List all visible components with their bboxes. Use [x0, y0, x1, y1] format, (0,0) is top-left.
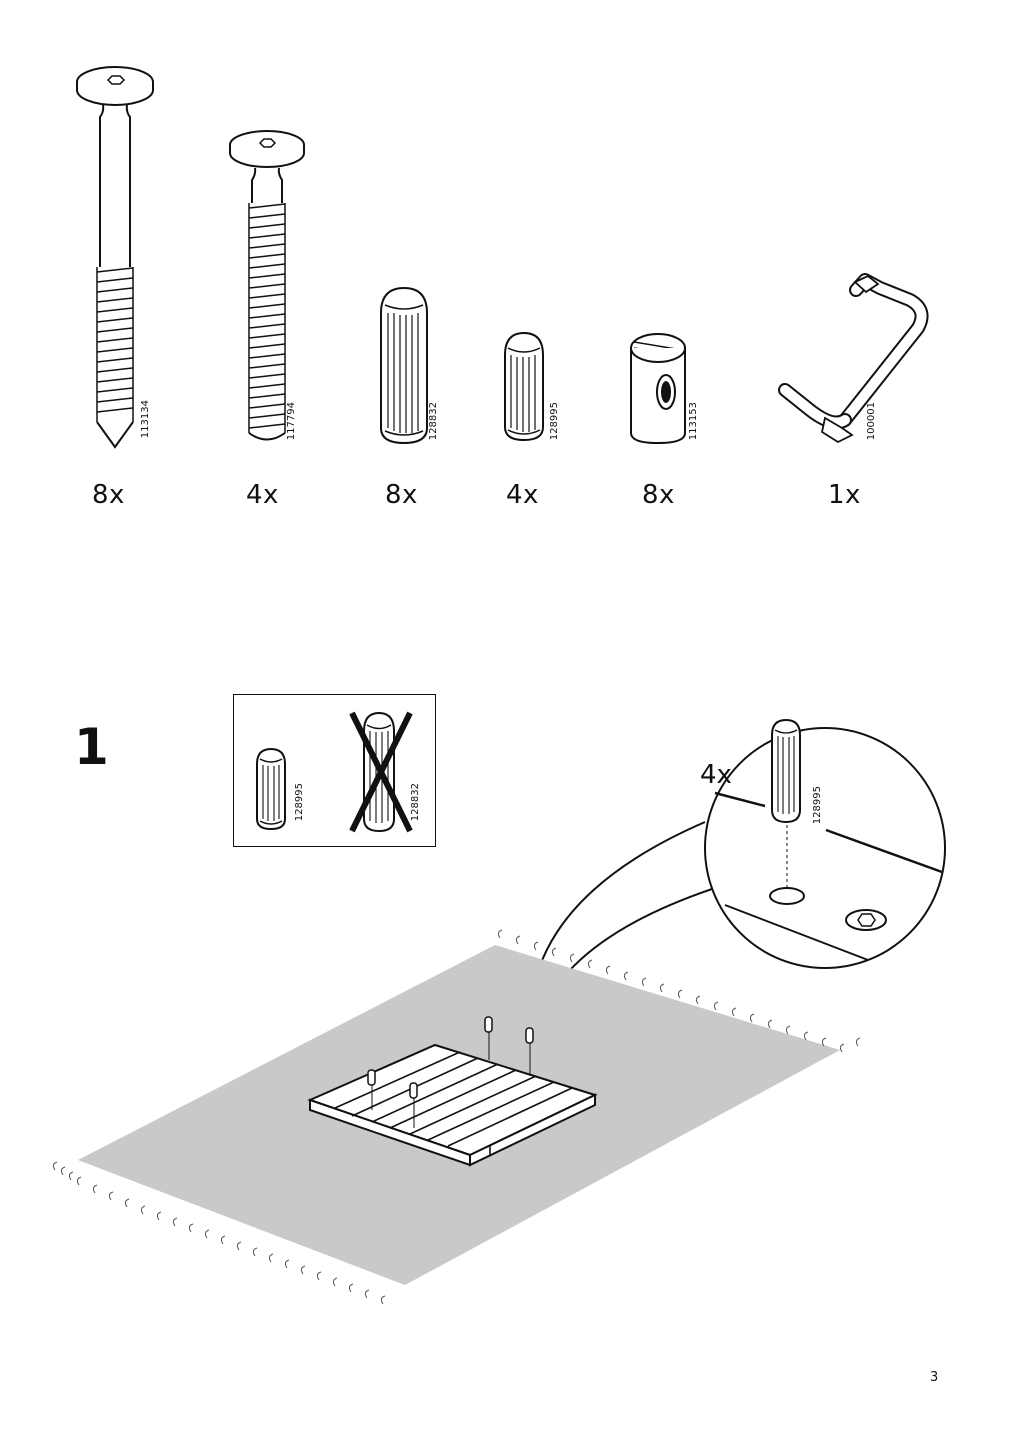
page-number: 3: [930, 1370, 939, 1385]
part-quantity: 4x: [506, 480, 539, 510]
allen-key-icon: [778, 273, 929, 444]
part-number: 117794: [286, 402, 297, 441]
hint-box: 128995 128832: [233, 694, 436, 847]
small-dowel-icon: [504, 331, 544, 442]
part-quantity: 1x: [828, 480, 861, 510]
bolt-icon: [229, 130, 305, 441]
part-quantity: 8x: [642, 480, 675, 510]
callout-quantity: 4x: [700, 760, 732, 790]
part-number: 113134: [140, 400, 151, 439]
part-number: 128995: [549, 402, 560, 441]
part-quantity: 8x: [92, 480, 125, 510]
barrel-nut-icon: [630, 333, 686, 445]
small-dowel-icon: [256, 747, 286, 831]
part-number: 100001: [866, 402, 877, 441]
part-number: 113153: [688, 402, 699, 441]
part-number: 128995: [812, 786, 823, 825]
part-quantity: 8x: [385, 480, 418, 510]
step-number: 1: [74, 718, 109, 776]
long-bolt-icon: [76, 66, 154, 449]
cross-mark-icon: [349, 711, 413, 833]
part-quantity: 4x: [246, 480, 279, 510]
part-number: 128832: [428, 402, 439, 441]
assembly-illustration: [52, 718, 946, 1305]
large-dowel-icon: [380, 286, 428, 445]
